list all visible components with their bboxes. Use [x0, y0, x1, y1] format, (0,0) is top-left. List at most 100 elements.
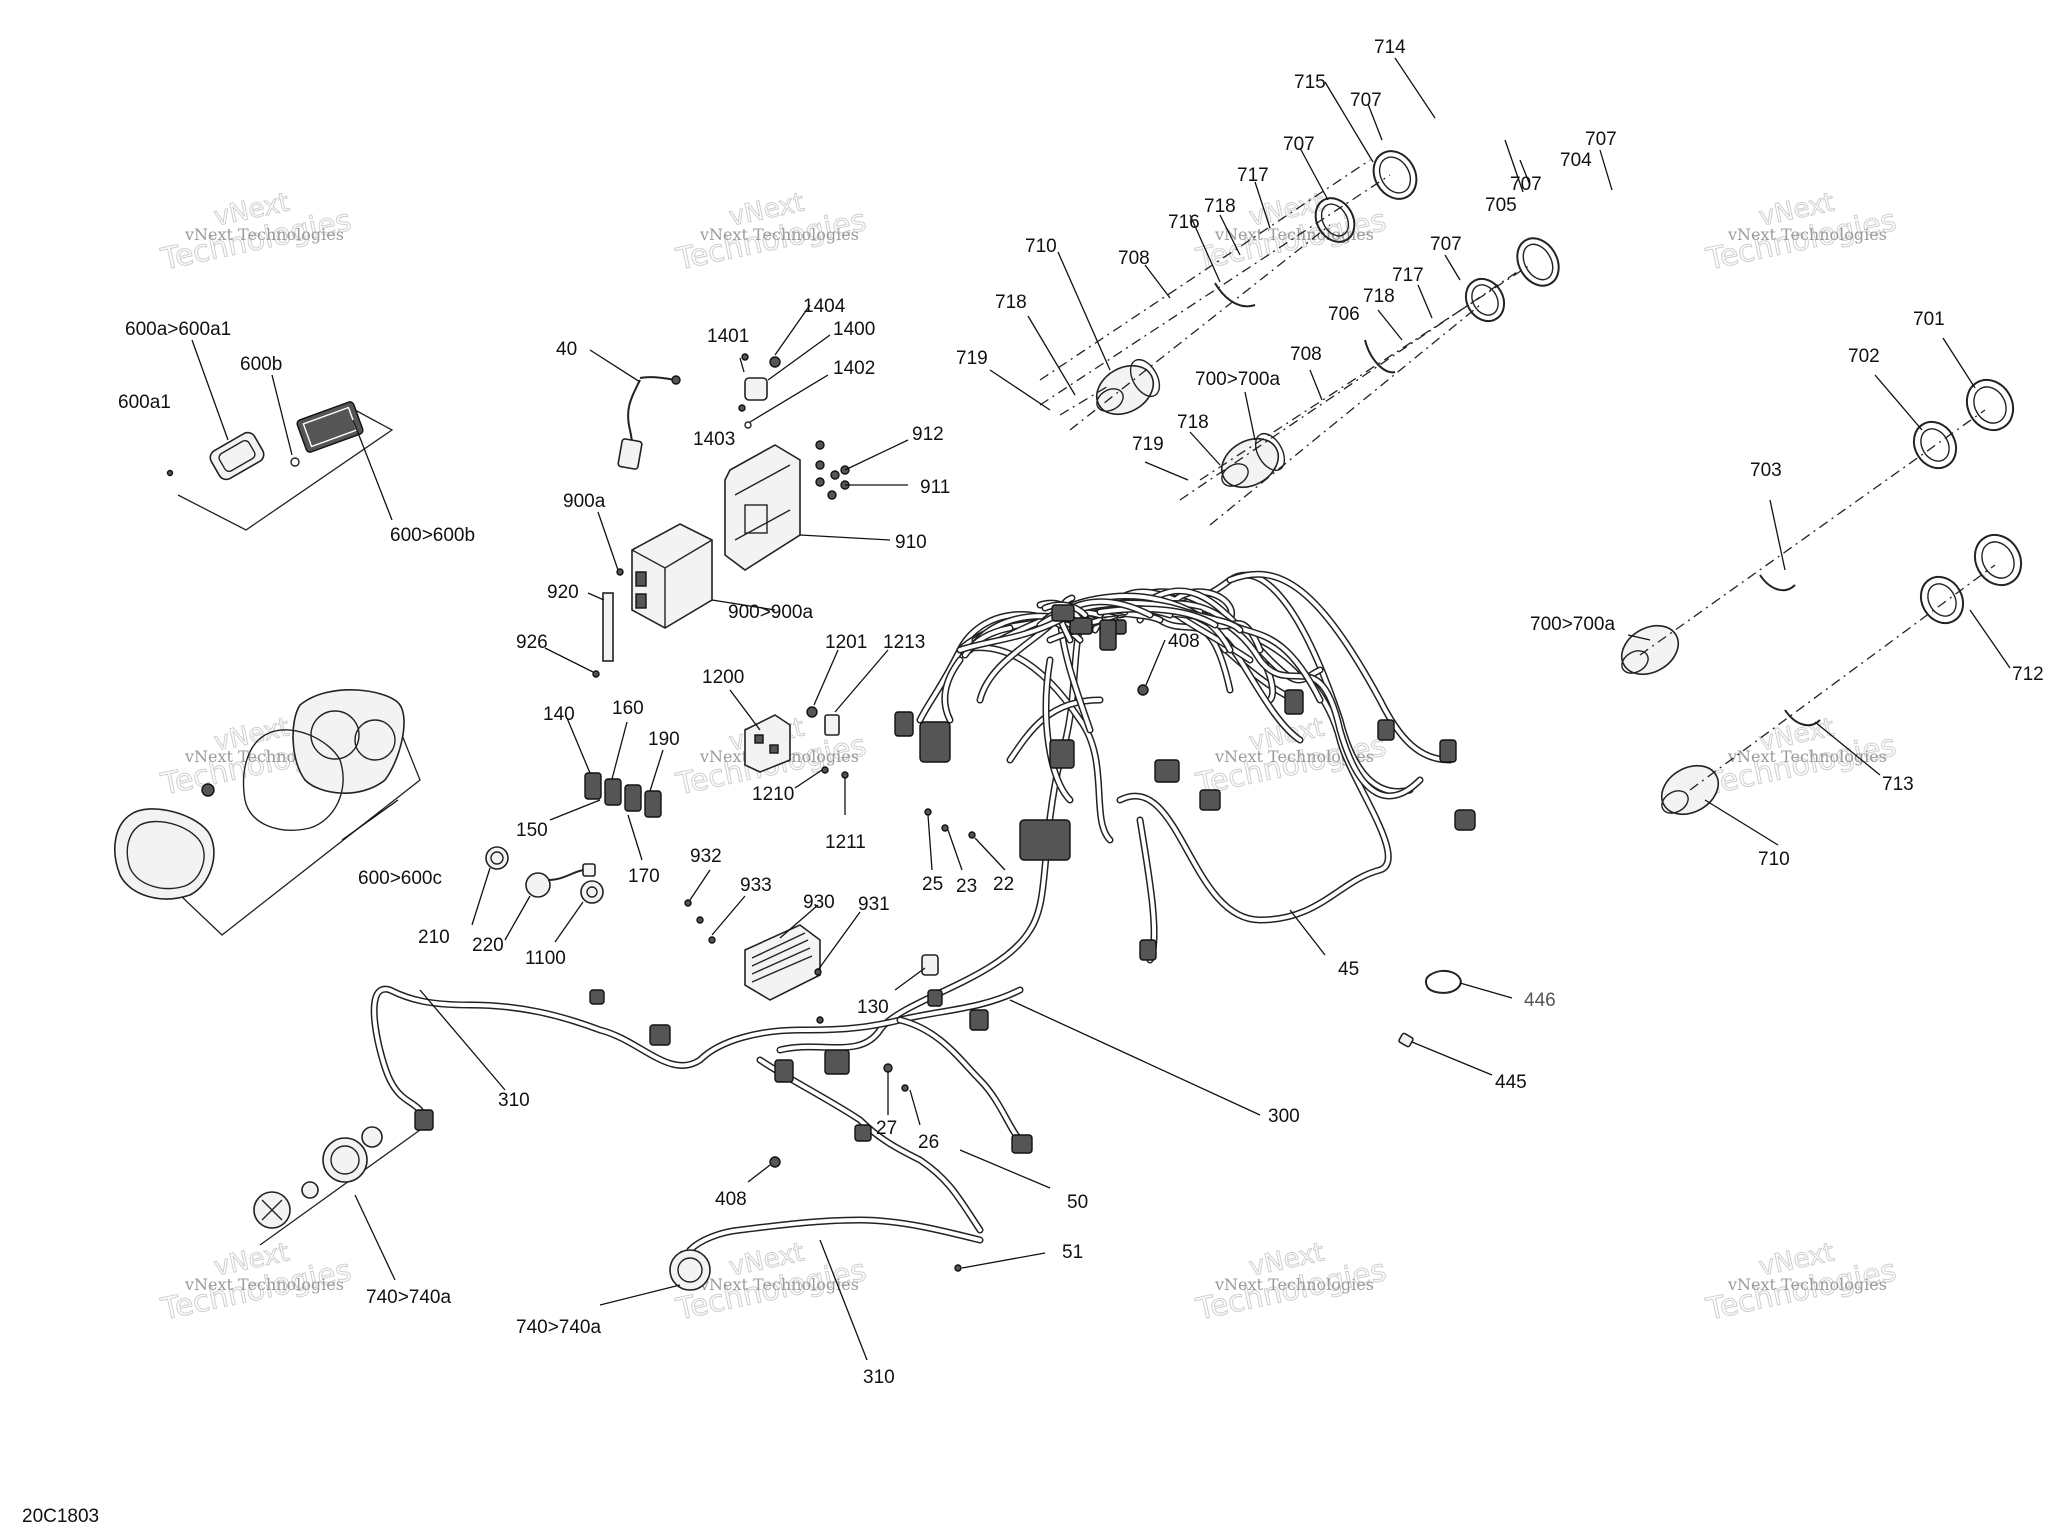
assembly-lines-top: [1039, 159, 1531, 526]
part-22: [968, 831, 976, 839]
callout-190: 190: [648, 729, 680, 750]
part-600c-cluster: [114, 688, 405, 900]
callout-710-right: 710: [1758, 849, 1790, 870]
group-bracket-740: [259, 1129, 421, 1246]
callout-718-c: 718: [995, 292, 1027, 313]
callout-130: 130: [857, 997, 889, 1018]
part-446-grommet: [1424, 969, 1462, 994]
callout-408-lower: 408: [715, 1189, 747, 1210]
watermark-text: vNext Technologies: [1214, 225, 1374, 244]
callout-51: 51: [1062, 1242, 1083, 1263]
callout-25: 25: [922, 874, 943, 895]
callout-703: 703: [1750, 460, 1782, 481]
wiring-harnesses: [370, 570, 1454, 1254]
watermark-text: vNext Technologies: [184, 1275, 344, 1294]
callout-740-740a: 740>740a: [366, 1287, 451, 1308]
callout-300: 300: [1268, 1106, 1300, 1127]
callout-1400: 1400: [833, 319, 875, 340]
callout-719: 719: [956, 348, 988, 369]
callout-931: 931: [858, 894, 890, 915]
part-1400-relay: [738, 353, 781, 429]
callout-718-d: 718: [1177, 412, 1209, 433]
part-910-bracket: [724, 444, 801, 571]
part-51: [954, 1264, 962, 1272]
watermark-text: vNext Technologies: [699, 1275, 859, 1294]
part-911-912-nuts: [815, 440, 850, 500]
callout-718-b: 718: [1363, 286, 1395, 307]
callout-1213: 1213: [883, 632, 925, 653]
callout-1100: 1100: [525, 948, 566, 969]
part-408-bolt: [769, 1156, 781, 1168]
callout-310: 310: [498, 1090, 530, 1111]
part-600a: [209, 431, 265, 481]
callout-1403: 1403: [693, 429, 735, 450]
callout-707-c: 707: [1510, 174, 1542, 195]
callout-1402: 1402: [833, 358, 875, 379]
part-700-headlight: [1220, 432, 1286, 489]
callout-1404: 1404: [803, 296, 846, 317]
part-900a: [616, 568, 624, 576]
callout-920: 920: [547, 582, 579, 603]
callout-600-600c: 600>600c: [358, 868, 442, 889]
part-704-705-rings: [1314, 150, 1560, 323]
part-25: [924, 808, 932, 816]
harness-connectors: [414, 604, 1476, 1154]
watermark-text: vNext Technologies: [1727, 747, 1887, 766]
callout-45: 45: [1338, 959, 1359, 980]
part-26: [901, 1084, 909, 1092]
callout-926: 926: [516, 632, 548, 653]
callout-717: 717: [1237, 165, 1269, 186]
part-920-strap: [602, 592, 614, 662]
watermark-text: vNext Technologies: [1214, 1275, 1374, 1294]
callout-704: 704: [1560, 150, 1592, 171]
callout-700-700a-right: 700>700a: [1530, 614, 1615, 635]
callout-40: 40: [556, 339, 577, 360]
callout-707-b: 707: [1283, 134, 1315, 155]
callout-715: 715: [1294, 72, 1326, 93]
part-701-702-rings: [1912, 378, 2023, 625]
callout-170: 170: [628, 866, 660, 887]
watermark-text: vNext Technologies: [1214, 747, 1374, 766]
watermark-text: vNext Technologies: [184, 225, 344, 244]
part-130-connector: [921, 954, 939, 976]
part-1200-relay-mount: [744, 706, 849, 779]
watermark-text: vNext Technologies: [1727, 1275, 1887, 1294]
callout-900-900a: 900>900a: [728, 602, 813, 623]
part-210-switch: [485, 846, 509, 870]
harness-50: [896, 1016, 1024, 1144]
watermark-text: vNext Technologies: [1727, 225, 1887, 244]
callout-705: 705: [1485, 195, 1517, 216]
callout-706: 706: [1328, 304, 1360, 325]
drawing-code: 20C1803: [22, 1506, 99, 1527]
part-23: [941, 824, 949, 832]
harness-310-lower: [686, 1216, 984, 1254]
callout-1210: 1210: [752, 784, 794, 805]
part-716-bracket: [1214, 282, 1396, 374]
callout-600a1: 600a1: [118, 392, 171, 413]
callout-1200: 1200: [702, 667, 744, 688]
callout-708-b: 708: [1290, 344, 1322, 365]
callout-22: 22: [993, 874, 1014, 895]
callout-708: 708: [1118, 248, 1150, 269]
watermarks: Technologies vNext vNext Technologies Te…: [157, 187, 1900, 1328]
part-930-regulator: [684, 899, 824, 1024]
callout-310-lower: 310: [863, 1367, 895, 1388]
part-710-headlight: [1095, 358, 1161, 416]
part-220-switch: [525, 863, 596, 898]
callout-719-b: 719: [1132, 434, 1164, 455]
part-600b: [290, 457, 300, 467]
callout-600-600b: 600>600b: [390, 525, 475, 546]
callout-600a-600a1: 600a>600a1: [125, 319, 231, 340]
parts: [114, 150, 2023, 1291]
callout-1401: 1401: [707, 326, 749, 347]
callout-210: 210: [418, 927, 450, 948]
part-408-bolt: [1137, 684, 1149, 696]
callout-900a: 900a: [563, 491, 606, 512]
part-1100-switch: [580, 880, 604, 904]
assembly-lines-right: [1639, 409, 1996, 791]
callout-714: 714: [1374, 37, 1406, 58]
part-600-module: [296, 401, 364, 453]
callout-707-e: 707: [1430, 234, 1462, 255]
callout-408: 408: [1168, 631, 1200, 652]
callout-718: 718: [1204, 196, 1236, 217]
